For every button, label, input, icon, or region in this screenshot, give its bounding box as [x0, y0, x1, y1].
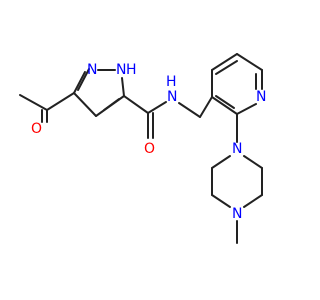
bond	[123, 95, 149, 114]
bond	[147, 101, 167, 114]
bond	[77, 68, 90, 91]
bond	[121, 77, 125, 97]
pyridine-nitrogen-label: N	[256, 89, 266, 105]
piperazine-n1-label: N	[232, 141, 242, 157]
bond	[236, 103, 257, 115]
piperazine-n4-label: N	[232, 206, 242, 222]
amide-oxygen-label: O	[144, 141, 155, 157]
bond	[215, 95, 235, 109]
bond	[73, 92, 97, 117]
bond	[243, 194, 263, 208]
bond	[19, 94, 48, 111]
bond	[243, 155, 263, 169]
bond	[236, 53, 263, 71]
bond	[215, 60, 238, 75]
carbonyl-oxygen-label: O	[31, 121, 42, 137]
amide-nitrogen-label: N	[167, 89, 177, 105]
bond	[211, 155, 231, 169]
amide-hydrogen-label: H	[166, 74, 177, 90]
bond-layer	[19, 53, 263, 244]
bond	[211, 53, 238, 71]
bond	[178, 102, 201, 118]
bond	[73, 71, 86, 94]
bond	[211, 96, 238, 115]
atom-label-layer: O N N H O N H N N N	[31, 62, 266, 222]
bond	[103, 98, 120, 111]
molecule-canvas: O N N H O N H N N N	[19, 53, 267, 244]
bond	[199, 96, 213, 118]
bond	[46, 92, 75, 111]
pyrazole-n1-label: N	[87, 62, 97, 78]
pyrazole-n2-label: N	[116, 62, 126, 78]
pyrazole-nh-hydrogen-label: H	[126, 62, 137, 78]
bond	[211, 194, 231, 208]
molecule-structure: O N N H O N H N N N	[19, 53, 266, 244]
